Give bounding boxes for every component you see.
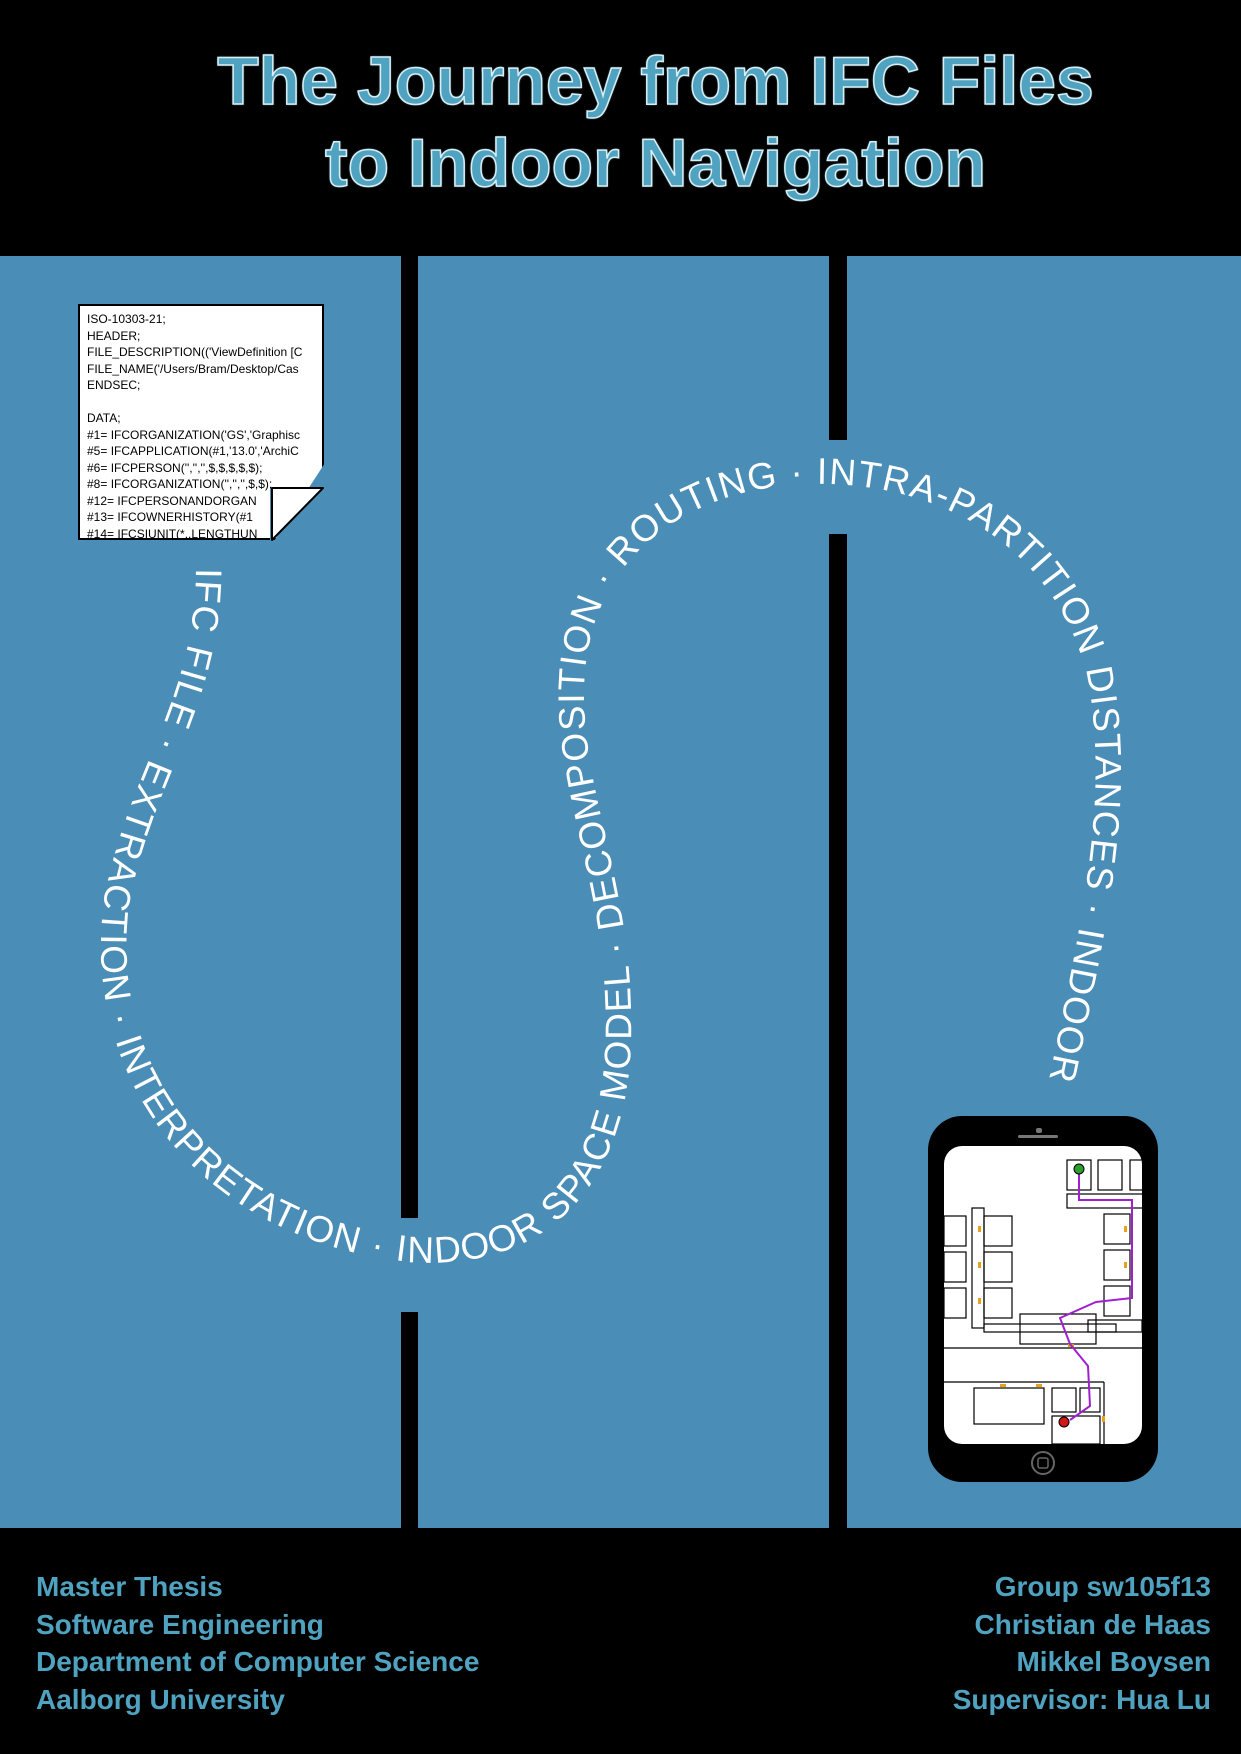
divider-gap-left <box>400 1218 420 1312</box>
ifc-line: DATA; <box>87 411 121 425</box>
footer-left-line: Department of Computer Science <box>36 1646 480 1677</box>
panel-middle <box>418 256 829 1528</box>
title-line-2: to Indoor Navigation <box>324 124 987 202</box>
footer-right-line: Christian de Haas <box>974 1608 1211 1640</box>
page-fold-icon <box>270 487 325 542</box>
ifc-line: ENDSEC; <box>87 378 141 392</box>
footer-right-line: Supervisor: Hua Lu <box>952 1683 1211 1715</box>
journey-text-path: IFC FILE · EXTRACTION · INTERPRETATION ·… <box>0 0 1127 1271</box>
ifc-line: #13= IFCOWNERHISTORY(#1 <box>87 510 253 524</box>
divider-gap-right <box>828 440 848 534</box>
footer-right-line: Mikkel Boysen <box>1016 1646 1211 1677</box>
poster-title: The Journey from IFC Files to Indoor Nav… <box>0 40 1241 204</box>
ifc-line: HEADER; <box>87 328 141 343</box>
ifc-line: #14= IFCSIUNIT(*,.LENGTHUN <box>87 526 258 540</box>
journey-text: IFC FILE · EXTRACTION · INTERPRETATION ·… <box>0 0 1127 1271</box>
footer-left-line: Software Engineering <box>36 1608 324 1640</box>
ifc-line: FILE_DESCRIPTION(('ViewDefinition [C <box>87 345 303 359</box>
ifc-line: ISO-10303-21; <box>87 312 166 326</box>
thesis-info: Master Thesis Software Engineering Depar… <box>36 1568 479 1718</box>
tablet-floorplan-icon <box>928 1116 1158 1482</box>
ifc-line: #12= IFCPERSONANDORGAN <box>87 493 257 508</box>
footer-left-line: Master Thesis <box>36 1571 223 1602</box>
ifc-line: #8= IFCORGANIZATION('','','',$,$); <box>87 477 273 491</box>
ifc-line: FILE_NAME('/Users/Bram/Desktop/Cas <box>87 361 299 376</box>
footer-right-line: Group sw105f13 <box>994 1571 1211 1602</box>
ifc-line: #5= IFCAPPLICATION(#1,'13.0','ArchiC <box>87 444 299 458</box>
ifc-line: #1= IFCORGANIZATION('GS','Graphisc <box>87 427 301 442</box>
footer-left-line: Aalborg University <box>36 1683 285 1715</box>
authors-info: Group sw105f13 Christian de Haas Mikkel … <box>953 1568 1211 1718</box>
title-line-1: The Journey from IFC Files <box>216 42 1094 120</box>
ifc-line: #6= IFCPERSON('','','',$,$,$,$,$); <box>87 460 263 475</box>
